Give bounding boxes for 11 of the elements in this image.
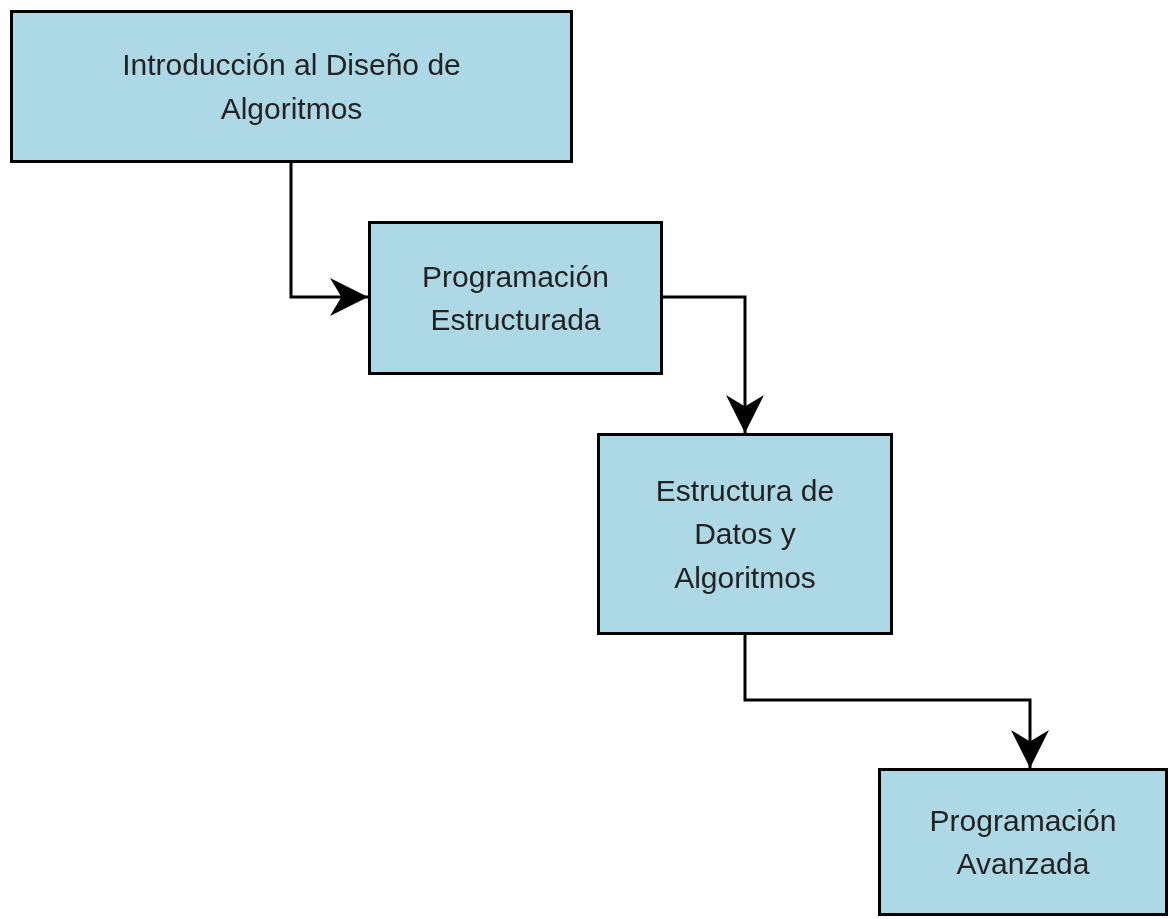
box-label: Programación Estructurada (421, 258, 610, 338)
process-box (597, 433, 893, 635)
arrow (743, 635, 1049, 768)
process-box (368, 221, 663, 375)
box-label: Estructura de Datos y Algoritmos (654, 472, 836, 596)
process-box (878, 768, 1168, 916)
arrow (663, 295, 764, 433)
box-label: Programación Avanzada (928, 802, 1118, 882)
box-label: Introducción al Diseño de Algoritmos (121, 47, 462, 127)
arrow (289, 163, 368, 316)
process-box (10, 10, 573, 163)
